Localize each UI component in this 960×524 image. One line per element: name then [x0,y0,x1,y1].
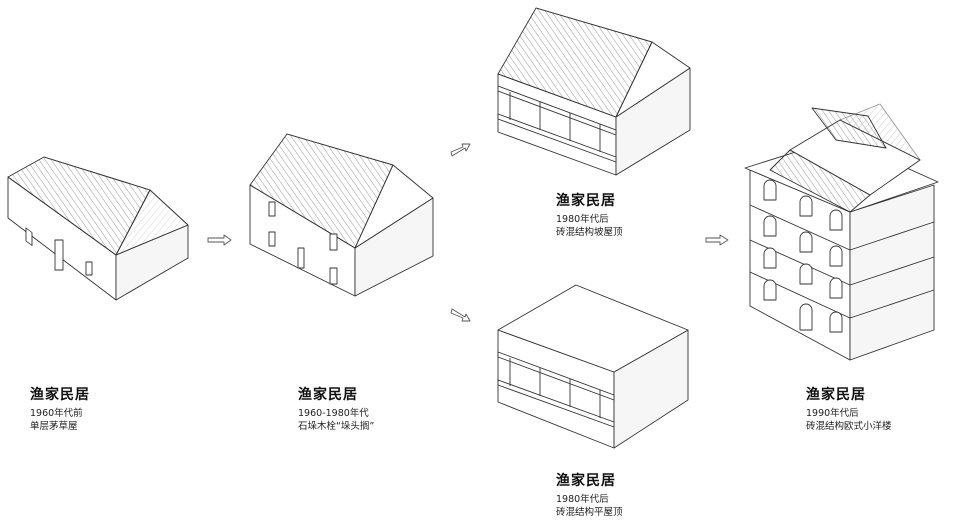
label-description: 单层茅草屋 [30,421,78,432]
label-period: 1990年代后 [806,408,859,419]
label-description: 砖混结构坡屋顶 [556,227,623,238]
label-title: 渔家民居 [556,473,616,489]
label-description: 石垛木栓“垛头搁” [298,421,375,432]
label-title: 渔家民居 [556,193,616,209]
arrow-downright-icon [450,308,471,322]
label-description: 砖混结构欧式小洋楼 [806,421,892,432]
arrow-right-icon [207,234,232,246]
house-5-villa [744,103,939,361]
label-1960-1980s: 渔家民居 1960-1980年代 石垛木栓“垛头搁” [298,384,374,433]
house-2-stone [249,133,434,297]
label-period: 1960年代前 [30,408,83,419]
house-4-flat-roof [497,284,689,449]
label-1990s-villa: 渔家民居 1990年代后 砖混结构欧式小洋楼 [806,384,892,433]
arrow-right-icon [705,234,729,246]
label-title: 渔家民居 [806,387,866,403]
label-period: 1980年代后 [556,214,609,225]
label-1980s-pitched: 渔家民居 1980年代后 砖混结构坡屋顶 [556,190,623,239]
house-3-pitched-roof [497,7,691,176]
label-1980s-flat: 渔家民居 1980年代后 砖混结构平屋顶 [556,470,623,519]
label-period: 1960-1980年代 [298,408,369,419]
label-title: 渔家民居 [30,387,90,403]
label-period: 1980年代后 [556,494,609,505]
label-description: 砖混结构平屋顶 [556,507,623,518]
arrow-upright-icon [450,143,471,157]
label-1960s-before: 渔家民居 1960年代前 单层茅草屋 [30,384,90,433]
house-1-thatched [7,156,189,301]
label-title: 渔家民居 [298,387,358,403]
